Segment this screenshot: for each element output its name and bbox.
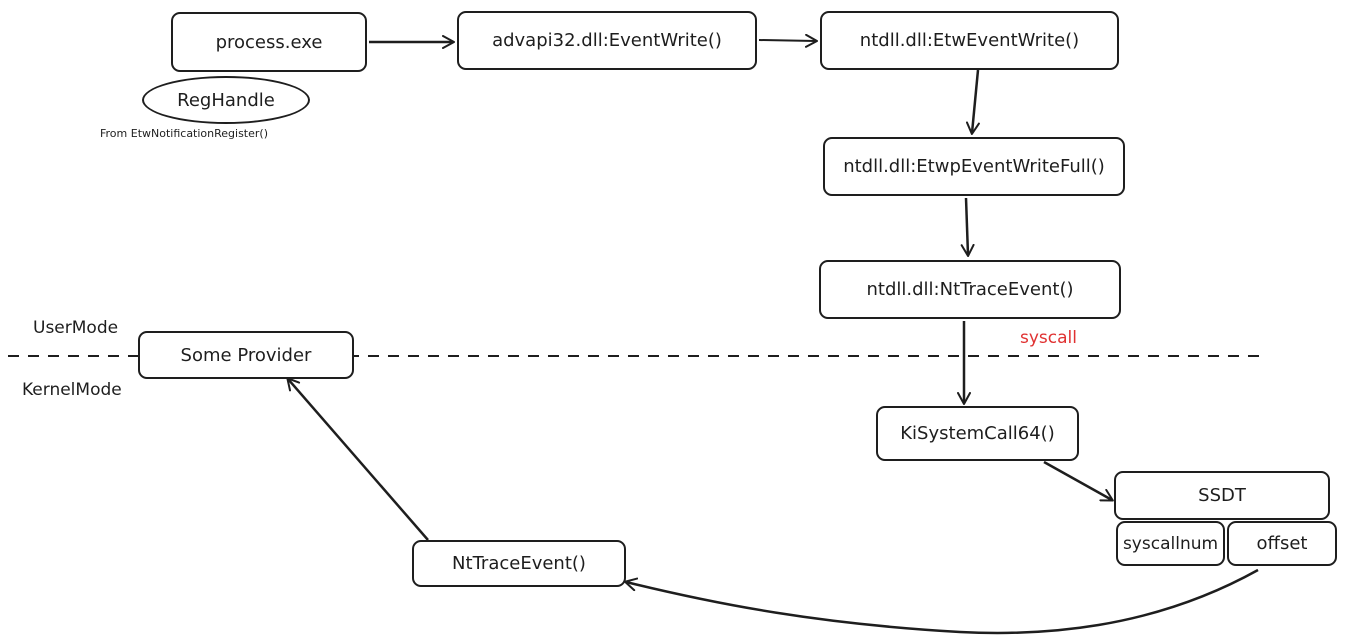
- kisystemcall64-box: KiSystemCall64(): [876, 406, 1079, 461]
- offset-box: offset: [1227, 521, 1337, 566]
- syscallnum-label: syscallnum: [1122, 533, 1219, 554]
- reghandle-ellipse: RegHandle: [142, 76, 310, 124]
- reghandle-source-note: From EtwNotificationRegister(): [100, 127, 268, 140]
- process-exe-label: process.exe: [215, 31, 323, 53]
- arrow-etwpeventwritefull-to-nttraceevent: [960, 197, 975, 257]
- kisystemcall64-label: KiSystemCall64(): [900, 423, 1055, 444]
- process-exe-box: process.exe: [171, 12, 367, 72]
- arrow-kisystemcall-to-ssdt: [1043, 460, 1114, 502]
- usermode-label: UserMode: [33, 318, 119, 338]
- offset-label: offset: [1256, 533, 1308, 554]
- ntdll-nttraceevent-box: ntdll.dll:NtTraceEvent(): [819, 260, 1121, 319]
- ntdll-etweventwrite-label: ntdll.dll:EtwEventWrite(): [859, 30, 1080, 51]
- ntdll-nttraceevent-label: ntdll.dll:NtTraceEvent(): [866, 279, 1074, 300]
- reghandle-label: RegHandle: [177, 89, 275, 111]
- kernelmode-label: KernelMode: [22, 380, 122, 400]
- syscallnum-box: syscallnum: [1116, 521, 1225, 566]
- arrow-etweventwrite-to-etwpeventwritefull: [965, 69, 980, 135]
- kernel-nttraceevent-label: NtTraceEvent(): [452, 553, 586, 574]
- ntdll-etweventwrite-box: ntdll.dll:EtwEventWrite(): [820, 11, 1119, 70]
- advapi32-eventwrite-box: advapi32.dll:EventWrite(): [457, 11, 757, 70]
- some-provider-box: Some Provider: [138, 331, 354, 379]
- arrow-eventwrite-to-etweventwrite: [758, 33, 818, 48]
- arrow-offset-to-kernel-nttraceevent: [624, 568, 1259, 635]
- arrow-kernel-nttraceevent-to-provider: [286, 377, 429, 541]
- advapi32-eventwrite-label: advapi32.dll:EventWrite(): [492, 30, 722, 51]
- ntdll-etwpeventwritefull-box: ntdll.dll:EtwpEventWriteFull(): [823, 137, 1125, 196]
- ssdt-label: SSDT: [1198, 485, 1246, 506]
- ssdt-box: SSDT: [1114, 471, 1330, 520]
- ntdll-etwpeventwritefull-label: ntdll.dll:EtwpEventWriteFull(): [843, 156, 1105, 177]
- some-provider-label: Some Provider: [180, 344, 312, 366]
- kernel-nttraceevent-box: NtTraceEvent(): [412, 540, 626, 587]
- syscall-label: syscall: [1020, 328, 1077, 348]
